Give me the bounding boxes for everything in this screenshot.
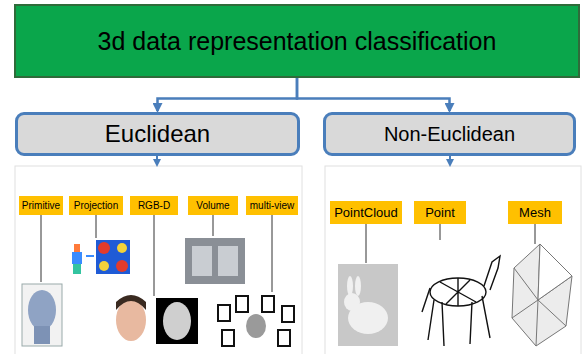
node-label: RGB-D bbox=[138, 200, 170, 211]
type-tag: RGB-D bbox=[130, 196, 178, 215]
title-box: 3d data representation classification bbox=[14, 4, 580, 78]
node-label: Point bbox=[425, 205, 455, 220]
node-label: Mesh bbox=[519, 205, 551, 220]
node-label: Projection bbox=[74, 200, 118, 211]
type-tag: Projection bbox=[69, 196, 123, 215]
category-box: Euclidean bbox=[15, 112, 300, 156]
type-tag: Point bbox=[414, 201, 466, 224]
type-tag: PointCloud bbox=[330, 201, 402, 224]
node-label: 3d data representation classification bbox=[98, 27, 497, 56]
node-label: Euclidean bbox=[105, 120, 210, 148]
branch-arrow bbox=[297, 78, 450, 111]
node-label: Volume bbox=[196, 200, 229, 211]
branch-arrow bbox=[158, 78, 298, 111]
type-tag: Primitive bbox=[19, 196, 63, 215]
type-tag: multi-view bbox=[246, 196, 298, 215]
node-label: PointCloud bbox=[334, 205, 398, 220]
type-tag: Volume bbox=[188, 196, 238, 215]
node-label: Non-Euclidean bbox=[384, 123, 515, 146]
node-label: Primitive bbox=[22, 200, 60, 211]
type-tag: Mesh bbox=[508, 201, 562, 224]
node-label: multi-view bbox=[250, 200, 294, 211]
category-box: Non-Euclidean bbox=[323, 112, 576, 156]
